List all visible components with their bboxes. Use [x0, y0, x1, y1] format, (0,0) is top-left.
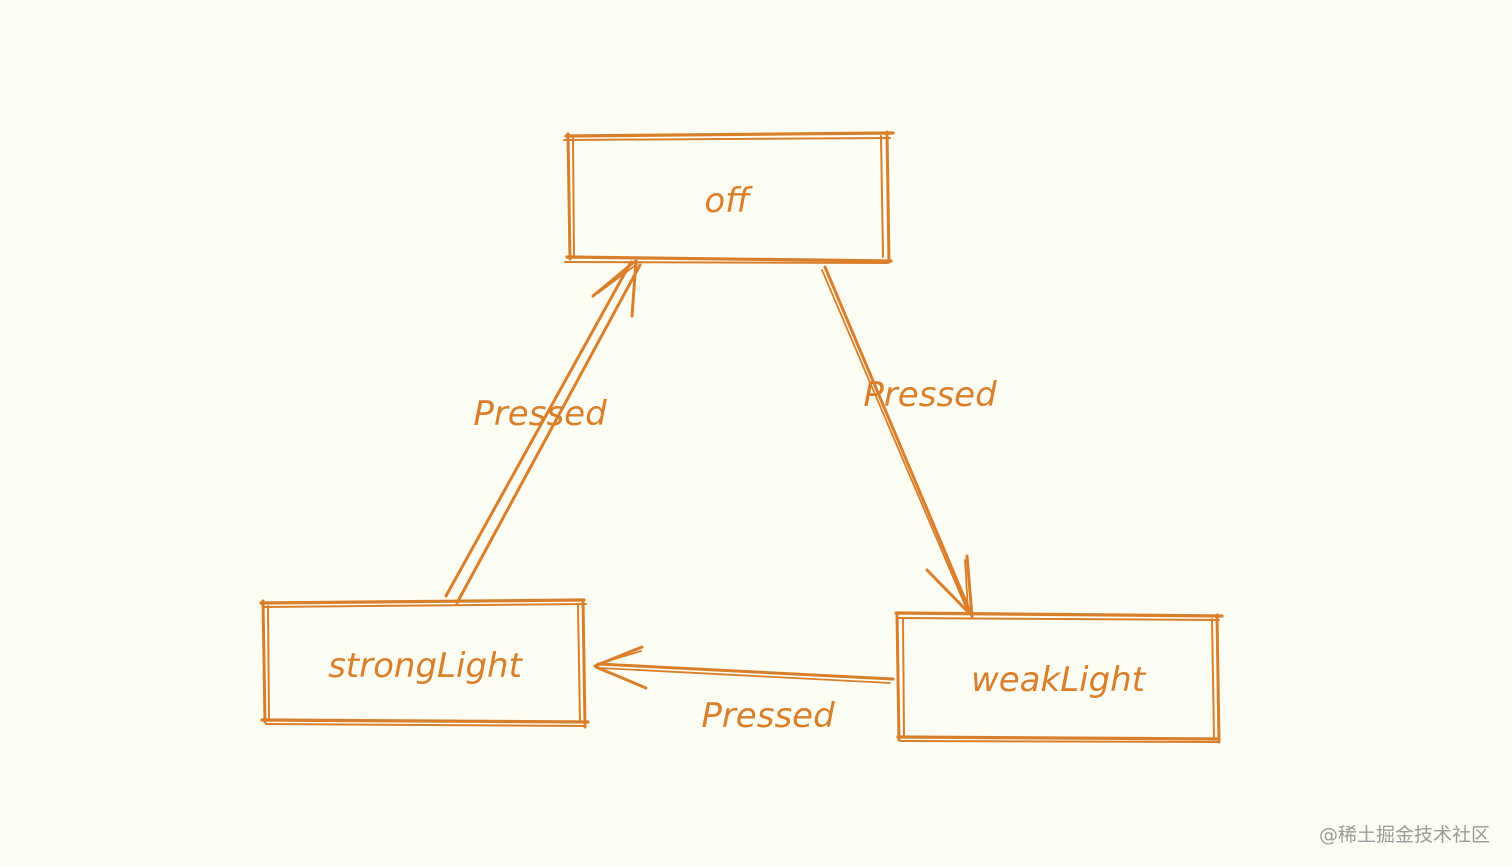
state-box-off — [563, 130, 895, 264]
state-box-weak-light — [894, 611, 1224, 744]
state-label-weak-light: weakLight — [971, 660, 1147, 700]
transition-label-off-to-weak: Pressed — [863, 375, 997, 415]
arrow-weak-to-strong-light — [593, 645, 895, 690]
state-box-strong-light — [259, 598, 590, 729]
state-label-off: off — [704, 181, 753, 221]
transition-label-weak-to-strong: Pressed — [701, 696, 835, 736]
state-label-strong-light: strongLight — [328, 646, 523, 686]
diagram-strokes — [259, 130, 1224, 744]
transition-label-strong-to-off: Pressed — [473, 394, 607, 434]
watermark: @稀土掘金技术社区 — [1318, 824, 1490, 846]
arrow-strong-light-to-off — [444, 259, 642, 605]
arrow-off-to-weak-light — [821, 265, 974, 618]
